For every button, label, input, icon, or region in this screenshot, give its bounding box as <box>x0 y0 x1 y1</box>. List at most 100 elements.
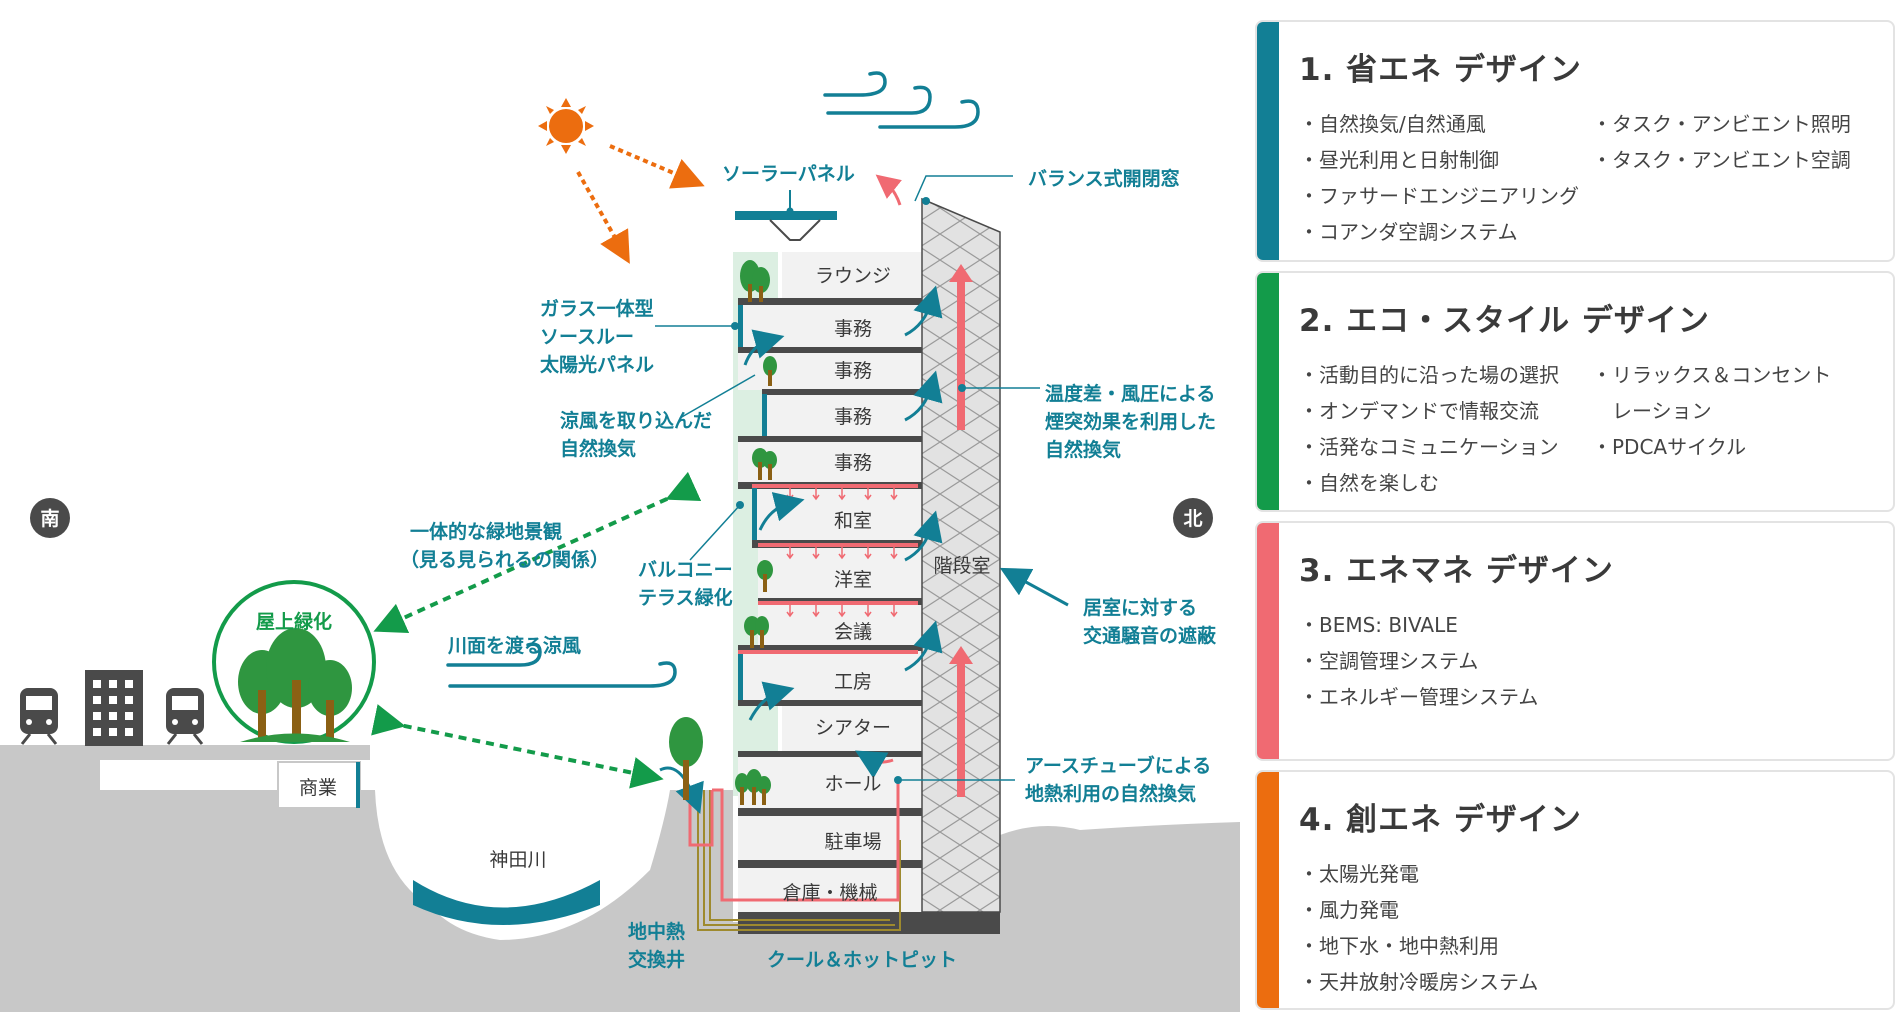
panel-title: 4. 創エネ デザイン <box>1299 802 1582 838</box>
north-label: 北 <box>1183 508 1202 530</box>
solar-panel-label: ソーラーパネル <box>722 163 855 185</box>
panel-accent-bar <box>1257 523 1279 759</box>
radiant-arrow <box>786 605 794 618</box>
glass-solar-label: ガラス一体型 <box>540 297 654 320</box>
radiant-arrow <box>890 547 898 560</box>
panel-list: 太陽光発電 風力発電 地下水・地中熱利用 天井放射冷暖房システム <box>1299 856 1538 1000</box>
list-item: リラックス＆コンセント <box>1592 357 1831 393</box>
floor-label: ラウンジ <box>815 265 891 287</box>
ground-right <box>1000 822 1240 1012</box>
floor-label: シアター <box>815 717 891 739</box>
earth-tube-label: 地熱利用の自然換気 <box>1025 782 1196 805</box>
radiant-arrow <box>890 488 898 501</box>
floor-label: 駐車場 <box>824 831 881 853</box>
floor-label: 事務 <box>834 360 872 382</box>
list-item: ファサードエンジニアリング <box>1299 178 1579 214</box>
ground <box>0 790 733 1012</box>
list-item: 自然を楽しむ <box>1299 465 1559 501</box>
train-icon <box>20 688 58 745</box>
list-item: BEMS: BIVALE <box>1299 607 1538 643</box>
geo-well-label: 地中熱 <box>628 920 685 943</box>
pit-label: クール＆ホットピット <box>767 949 957 971</box>
leader-lines <box>655 175 1040 781</box>
cool-breeze-label: 涼風を取り込んだ <box>560 409 712 432</box>
north-badge <box>1173 498 1213 538</box>
river-valley <box>375 790 640 925</box>
geo-well-label: 交換井 <box>628 948 685 971</box>
list-item: 天井放射冷暖房システム <box>1299 964 1538 1000</box>
radiant-arrow <box>890 605 898 618</box>
stairs-label: 階段室 <box>933 555 990 577</box>
list-item: タスク・アンビエント空調 <box>1592 142 1851 178</box>
list-item: タスク・アンビエント照明 <box>1592 106 1851 142</box>
balance-window-label: バランス式開閉窓 <box>1028 167 1180 190</box>
balcony-label: バルコニー <box>638 559 733 581</box>
floor-label: 事務 <box>834 318 872 340</box>
radiant-arrow <box>864 488 872 501</box>
train-icon <box>166 688 204 745</box>
stack-effect-arrows <box>875 174 973 797</box>
wind-icon <box>446 71 980 688</box>
list-item: コアンダ空調システム <box>1299 214 1579 250</box>
cool-breeze-label: 自然換気 <box>560 437 636 460</box>
noise-label: 交通騒音の遮蔽 <box>1083 624 1217 647</box>
river-label: 神田川 <box>489 849 546 871</box>
landscape-label: 一体的な緑地景観 <box>410 520 562 543</box>
floor-label: 洋室 <box>834 569 872 591</box>
commercial-building <box>277 761 361 809</box>
floor-label: ホール <box>824 773 881 795</box>
panel-accent-bar <box>1257 273 1279 510</box>
list-item: 自然換気/自然通風 <box>1299 106 1579 142</box>
panel-accent-bar <box>1257 22 1279 260</box>
sun-icon <box>538 98 594 154</box>
panel-energy-saving: 1. 省エネ デザイン 自然換気/自然通風 昼光利用と日射制御 ファサードエンジ… <box>1255 20 1895 262</box>
balcony-label: テラス緑化 <box>638 586 733 609</box>
list-item: 空調管理システム <box>1299 643 1538 679</box>
radiant-arrow <box>812 547 820 560</box>
roof-green-label: 屋上緑化 <box>256 610 332 633</box>
panel-energy-creation: 4. 創エネ デザイン 太陽光発電 風力発電 地下水・地中熱利用 天井放射冷暖房… <box>1255 770 1895 1010</box>
panel-title: 2. エコ・スタイル デザイン <box>1299 303 1710 339</box>
panel-energy-management: 3. エネマネ デザイン BEMS: BIVALE 空調管理システム エネルギー… <box>1255 521 1895 761</box>
radiant-arrow <box>812 605 820 618</box>
radiant-arrow <box>838 605 846 618</box>
list-item: レーション <box>1612 399 1712 423</box>
panel-accent-bar <box>1257 772 1279 1008</box>
noise-label: 居室に対する <box>1083 596 1197 619</box>
south-badge <box>30 498 70 538</box>
panel-list: BEMS: BIVALE 空調管理システム エネルギー管理システム <box>1299 607 1538 715</box>
glass-solar-label: ソースルー <box>540 326 634 348</box>
radiant-arrow <box>838 488 846 501</box>
list-item: 昼光利用と日射制御 <box>1299 142 1579 178</box>
commercial-label: 商業 <box>299 777 337 799</box>
radiant-arrow <box>864 605 872 618</box>
ground-left <box>0 760 100 790</box>
landscape-arrows <box>371 471 702 789</box>
floor-label: 事務 <box>834 452 872 474</box>
stack-effect-label: 煙突効果を利用した <box>1045 410 1216 433</box>
list-item: エネルギー管理システム <box>1299 679 1538 715</box>
building-trees <box>669 260 777 805</box>
list-item: オンデマンドで情報交流 <box>1299 393 1559 429</box>
panel-list: 自然換気/自然通風 昼光利用と日射制御 ファサードエンジニアリング コアンダ空調… <box>1299 106 1579 250</box>
office-building-icon <box>85 670 143 746</box>
panel-eco-style: 2. エコ・スタイル デザイン 活動目的に沿った場の選択 オンデマンドで情報交流… <box>1255 271 1895 512</box>
list-item: 太陽光発電 <box>1299 856 1538 892</box>
radiant-arrow <box>786 547 794 560</box>
roof-green-trees <box>238 628 352 742</box>
earth-tube-label: アースチューブによる <box>1025 754 1211 777</box>
floor-label: 倉庫・機械 <box>782 882 877 904</box>
floor-label: 事務 <box>834 406 872 428</box>
list-item: 活発なコミュニケーション <box>1299 429 1559 465</box>
radiant-ceiling <box>738 484 918 654</box>
radiant-arrow <box>812 488 820 501</box>
panel-title: 3. エネマネ デザイン <box>1299 553 1614 589</box>
panel-list: タスク・アンビエント照明 タスク・アンビエント空調 <box>1592 106 1851 178</box>
panel-list: リラックス＆コンセント レーション PDCAサイクル <box>1592 357 1831 465</box>
sun-rays <box>576 144 705 264</box>
floor-label: 工房 <box>834 671 872 693</box>
river-water <box>413 880 600 925</box>
stack-effect-label: 自然換気 <box>1045 438 1121 461</box>
radiant-down-arrows <box>786 488 898 618</box>
noise-arrow <box>999 567 1069 607</box>
